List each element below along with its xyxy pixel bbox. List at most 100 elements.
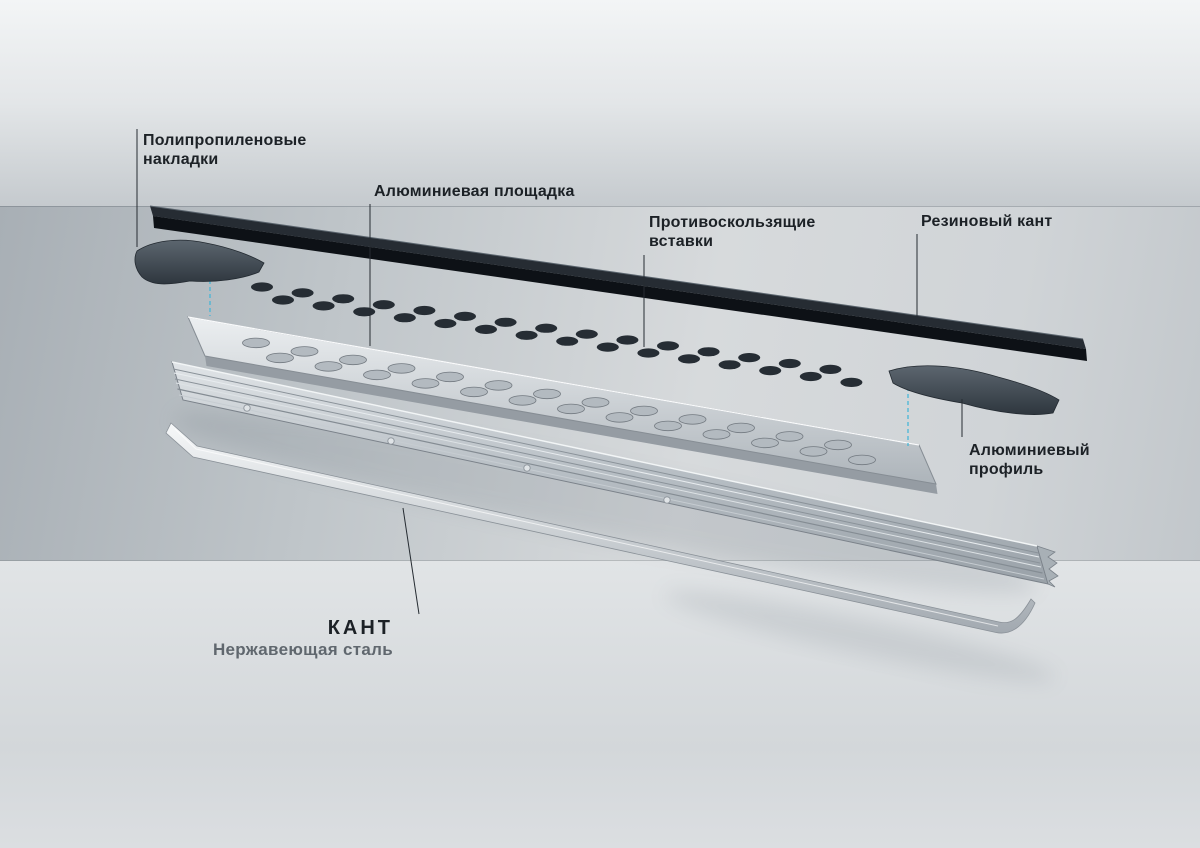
label-aluminum-platform: Алюминиевая площадка [374,182,575,201]
antislip-insert [718,360,741,370]
platform-hole [605,412,634,423]
antislip-insert [535,323,558,333]
antislip-insert [840,377,863,387]
steel-edge-part [165,422,1036,634]
label-line: Алюминиевый [969,442,1090,459]
antislip-insert [596,342,619,352]
platform-holes-group [242,337,876,466]
platform-hole [775,431,804,442]
rubber-top-highlight [149,205,1084,340]
platform-hole [290,346,319,357]
platform-hole [484,380,513,391]
antislip-insert [393,313,416,323]
rubber-front-face [153,216,1087,361]
platform-hole [702,429,731,440]
platform-hole [630,405,658,417]
platform-hole [533,388,561,400]
antislip-insert [494,317,517,327]
platform-hole [411,378,440,389]
platform-hole [339,354,367,366]
rubber-edge-part [149,205,1087,361]
platform-hole [436,371,464,383]
profile-shadow [173,410,1037,594]
steel-strip-shadow [664,590,1056,682]
rubber-top-face [150,206,1086,349]
steel-edge-title: КАНТ [327,617,393,639]
platform-hole [314,361,343,372]
antislip-insert [678,354,700,364]
antislip-insert [372,300,395,310]
antislip-insert [475,324,497,334]
antislip-insert [637,348,660,358]
antislip-insert [272,295,294,305]
label-line: Алюминиевая площадка [374,183,575,200]
label-line: Противоскользящие [649,214,816,231]
antislip-insert [657,341,679,351]
label-line: накладки [143,151,219,168]
polypropylene-cap-left [134,239,265,285]
platform-hole [460,386,488,398]
platform-hole [678,414,707,425]
antislip-insert [413,305,436,316]
platform-hole [727,422,755,434]
label-antislip-inserts: Противоскользящие вставки [649,213,816,251]
platform-top-highlight [187,316,920,446]
antislip-insert [556,336,579,346]
profile-screw-holes [243,404,671,504]
antislip-insert [353,307,376,317]
antislip-insert [819,364,842,374]
leader-kant [402,507,420,615]
antislip-insert [759,366,782,376]
label-line: Резиновый кант [921,213,1053,230]
antislip-insert [515,330,538,340]
aluminum-platform-part [187,316,938,494]
steel-edge-highlight [174,428,999,627]
platform-hole [557,403,585,415]
shadows [173,410,1056,682]
antislip-insert [312,301,335,311]
profile-grooves [171,361,1045,580]
aluminum-profile-part [171,361,1059,588]
platform-hole [751,437,779,449]
label-steel-edge: КАНТ Нержавеющая сталь [160,617,393,659]
antislip-insert [778,358,801,369]
profile-serrated-end [1036,545,1059,588]
label-rubber-edge: Резиновый кант [921,212,1052,231]
platform-hole [824,439,852,451]
antislip-insert [575,329,598,339]
background-bottom [0,561,1200,848]
platform-hole [363,369,391,381]
antislip-insert [291,288,314,298]
antislip-insert [799,371,822,382]
antislip-insert [251,282,273,292]
antislip-insert [697,347,720,357]
antislip-insert [454,311,476,321]
platform-hole [508,395,537,406]
label-line: профиль [969,461,1044,478]
steel-edge-body [165,422,1036,634]
platform-hole [848,454,876,466]
platform-hole [266,352,294,364]
antislip-insert [434,318,457,329]
steel-edge-subtitle: Нержавеющая сталь [212,640,393,659]
polypropylene-cap-right [888,365,1060,415]
background-top [0,0,1200,206]
antislip-insert [616,335,639,345]
antislip-insert [738,353,761,363]
cap-left-body [134,239,265,285]
label-line: Полипропиленовые [143,132,307,149]
platform-front-edge [205,356,938,494]
platform-hole [242,337,270,349]
platform-hole [799,446,828,457]
cap-right-body [888,365,1060,415]
label-polypropylene-pads: Полипропиленовые накладки [143,131,306,169]
antislip-inserts-group [251,282,863,387]
platform-hole [387,363,416,374]
leader-lines [136,129,963,615]
platform-hole [654,420,682,432]
label-line: вставки [649,233,714,250]
label-aluminum-profile: Алюминиевый профиль [969,441,1090,479]
platform-hole [581,397,610,408]
